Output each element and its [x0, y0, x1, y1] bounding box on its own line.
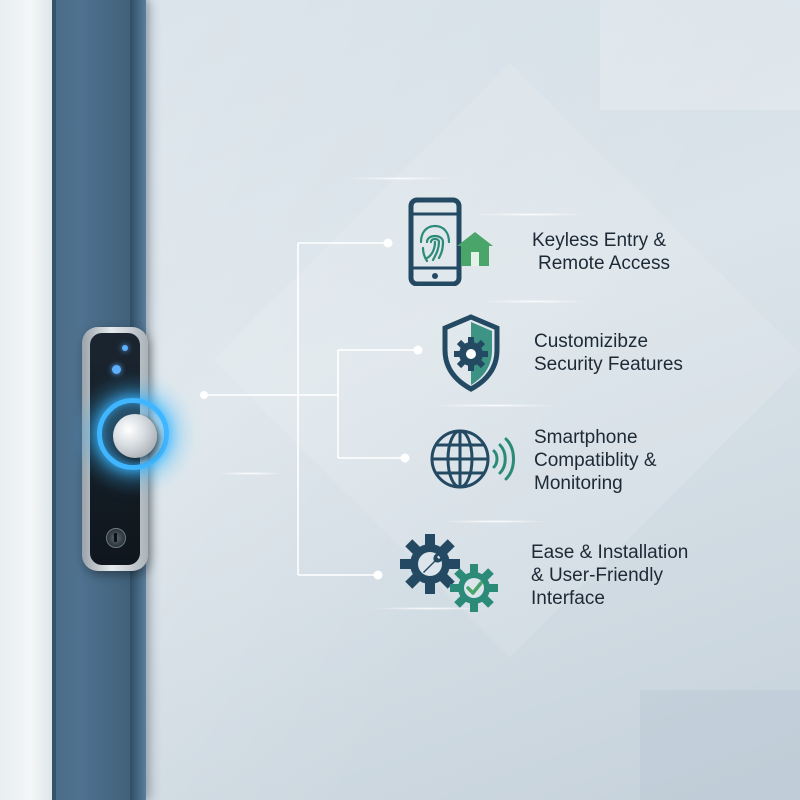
- light-glint: [480, 300, 590, 303]
- feature-line: Customizibze: [534, 331, 649, 352]
- feature-line: Remote Access: [538, 253, 670, 274]
- light-glint: [430, 404, 560, 407]
- shield-gear-icon: [442, 314, 500, 392]
- connector-dot: [200, 391, 208, 399]
- feature-installation: Ease & Installation & User-Friendly Inte…: [531, 541, 688, 610]
- connector-trunk: [204, 242, 418, 576]
- feature-line: Keyless Entry &: [532, 230, 667, 251]
- feature-line: Smartphone: [534, 427, 638, 448]
- light-glint: [440, 520, 550, 523]
- door-glass-pane: [0, 0, 56, 800]
- feature-line: Compatiblity &: [534, 450, 657, 471]
- connector-dot: [413, 345, 423, 355]
- lock-knob[interactable]: [113, 414, 157, 458]
- lock-light-ring: [97, 398, 169, 470]
- feature-line: Interface: [531, 588, 605, 609]
- globe-signal-icon: [430, 429, 515, 489]
- connector-dot: [373, 570, 383, 580]
- feature-smartphone: Smartphone Compatiblity & Monitoring: [534, 426, 657, 495]
- light-glint: [470, 213, 590, 216]
- feature-line: Monitoring: [534, 473, 623, 494]
- status-led: [122, 345, 128, 351]
- connector-dot: [400, 453, 410, 463]
- light-glint: [215, 472, 285, 475]
- feature-line: Ease & Installation: [531, 542, 689, 563]
- light-glint: [370, 607, 490, 610]
- phone-fingerprint-home-icon: [408, 197, 493, 286]
- feature-line: & User-Friendly: [531, 565, 663, 586]
- gears-check-icon: [400, 534, 498, 612]
- feature-keyless-entry: Keyless Entry & Remote Access: [532, 229, 670, 275]
- status-led: [112, 365, 121, 374]
- connector-dot: [383, 238, 393, 248]
- feature-security: Customizibze Security Features: [534, 330, 683, 376]
- feature-line: Security Features: [534, 354, 683, 375]
- light-glint: [345, 177, 455, 180]
- keyhole: [106, 528, 126, 548]
